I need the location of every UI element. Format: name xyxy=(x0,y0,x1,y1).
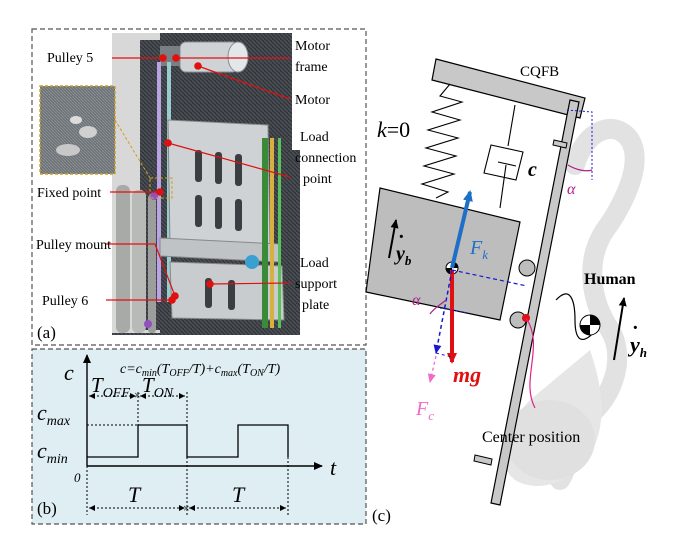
c-axis-label: c xyxy=(64,360,74,385)
label-load-support-line1: Load xyxy=(300,256,329,271)
cqfb-label: CQFB xyxy=(520,64,559,80)
fc-label: Fc xyxy=(415,398,434,423)
spring-stiffness-label: k=0 xyxy=(377,117,410,142)
origin-label: 0 xyxy=(74,470,81,485)
panel-c-tag: (c) xyxy=(372,506,391,525)
t-on-label: TON xyxy=(142,373,174,401)
alpha-label-top: α xyxy=(567,181,576,198)
t-axis-label: t xyxy=(330,455,337,480)
panel-b-tag: (b) xyxy=(37,499,57,518)
human-label: Human xyxy=(584,271,636,288)
period-label-2: T xyxy=(232,482,246,507)
mg-label: mg xyxy=(453,362,481,387)
panel-b-guides xyxy=(86,392,289,515)
label-motor: Motor xyxy=(295,93,330,108)
svg-text:×: × xyxy=(183,501,190,515)
center-position-label: Center position xyxy=(482,429,580,446)
roller-top xyxy=(518,259,536,277)
alpha-label-block: α xyxy=(412,292,421,309)
yb-label: yb xyxy=(394,243,412,268)
yh-label: yh xyxy=(627,332,647,360)
damper xyxy=(483,104,524,209)
fk-arrow xyxy=(450,190,473,269)
yb-arrow xyxy=(388,219,399,259)
panel-a-border xyxy=(31,28,367,346)
panel-a-points xyxy=(156,54,214,304)
center-position-leader xyxy=(525,317,536,409)
fk-label: Fk xyxy=(469,237,488,262)
cqfb-frame xyxy=(431,58,586,506)
period-label-1: T xyxy=(128,482,142,507)
label-load-connection-line3: point xyxy=(303,172,332,187)
yh-arrow xyxy=(613,297,627,361)
panel-a: Pulley 5 Motor frame Motor Load connecti… xyxy=(31,28,367,346)
svg-text:×: × xyxy=(134,388,141,402)
force-components xyxy=(427,269,528,383)
label-pulley-6: Pulley 6 xyxy=(42,294,88,309)
load-block xyxy=(365,187,521,321)
label-load-connection-line2: connection xyxy=(295,151,356,166)
human-motion-curve xyxy=(555,293,601,340)
label-pulley-5: Pulley 5 xyxy=(47,51,93,66)
panel-c: CQFB k=0 c α yb · Fk xyxy=(365,58,647,525)
label-pulley-mount: Pulley mount xyxy=(36,238,111,253)
damper-label: c xyxy=(528,159,537,181)
label-motor-frame-line2: frame xyxy=(295,60,328,75)
label-load-support-line2: support xyxy=(295,277,337,292)
panel-a-tag: (a) xyxy=(37,323,56,342)
spring xyxy=(420,83,464,199)
svg-text:·: · xyxy=(632,317,639,339)
label-motor-frame-line1: Motor xyxy=(295,39,330,54)
svg-text:·: · xyxy=(398,226,405,248)
label-fixed-point: Fixed point xyxy=(37,186,101,201)
fixed-point-inset xyxy=(39,85,173,199)
duty-cycle-equation: c=cmin(TOFF/T)+cmax(TON/T) xyxy=(120,362,281,379)
panel-b: × × c t 0 cmax cmin TOFF TON T T c=cmin(… xyxy=(31,348,367,525)
exoskeleton-render xyxy=(112,33,300,335)
panel-a-leaders xyxy=(106,57,291,301)
label-load-connection-line1: Load xyxy=(300,130,329,145)
label-load-support-line3: plate xyxy=(302,298,329,313)
human-com-marker xyxy=(579,314,601,336)
human-lower-shape xyxy=(505,400,595,480)
